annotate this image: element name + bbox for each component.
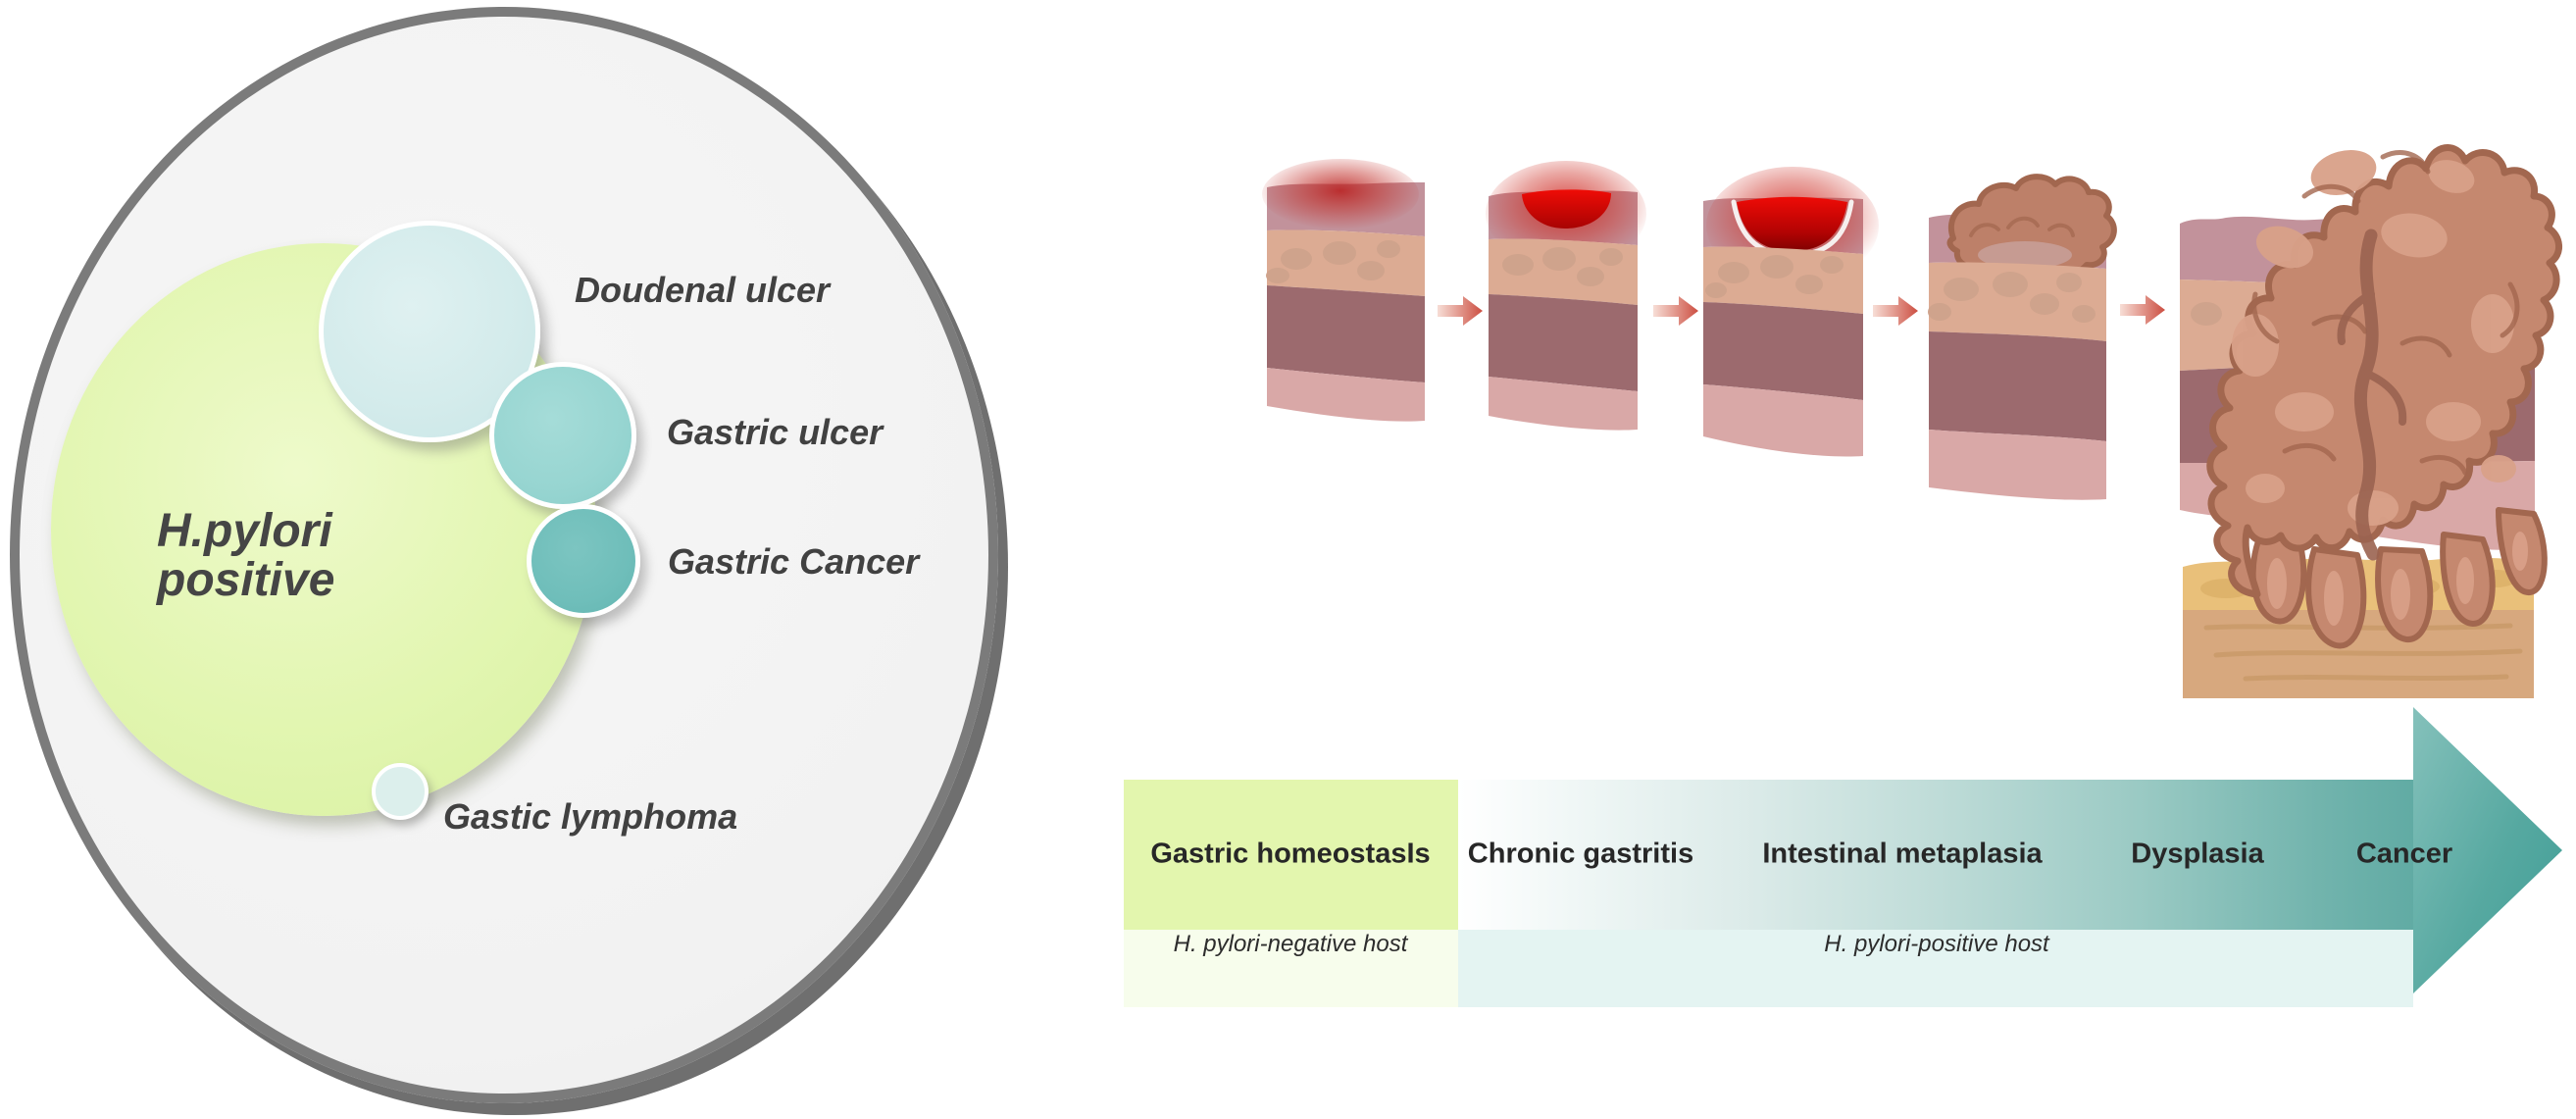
step-arrow-icon-2 — [1653, 296, 1698, 326]
tissue-stage-5-cancer — [2180, 144, 2562, 698]
host-positive-band — [1458, 930, 2413, 1007]
tumor-texture — [2232, 149, 2520, 561]
gastric-cancer-label: Gastric Cancer — [668, 541, 920, 582]
stage-label-intestinal-metaplasia: Intestinal metaplasia — [1762, 838, 2043, 870]
hpylori-positive-label: H.pylori positive — [157, 507, 334, 605]
tissue-stage-4-dysplasia — [1928, 174, 2117, 500]
gastric-ulcer-circle — [489, 362, 636, 509]
gastric-lymphoma-label: Gastic lymphoma — [443, 796, 738, 837]
duodenal-ulcer-label: Doudenal ulcer — [575, 270, 831, 310]
stage-band-homeostasis — [1124, 780, 1458, 930]
step-arrow-icon-3 — [1873, 296, 1918, 326]
host-label-positive: H. pylori-positive host — [1824, 931, 2049, 957]
stage-label-gastric-homeostasis: Gastric homeostasIs — [1150, 838, 1431, 870]
stage-label-dysplasia: Dysplasia — [2131, 838, 2264, 870]
tissue-stage-1-gastritis-superficial — [1262, 159, 1425, 422]
gastric-cancer-circle — [527, 504, 640, 618]
tissue-stage-2-shallow-ulcer — [1486, 161, 1646, 431]
host-label-negative: H. pylori-negative host — [1173, 931, 1408, 957]
step-arrow-icon-1 — [1438, 296, 1483, 326]
tissue-stage-3-deep-ulcer — [1703, 167, 1879, 457]
gastric-lymphoma-circle — [372, 763, 429, 820]
tissue-progression-illustration — [1262, 144, 2562, 698]
stage-label-chronic-gastritis: Chronic gastritis — [1467, 838, 1694, 870]
hpylori-positive-label-line1: H.pylori — [157, 505, 332, 557]
host-negative-band — [1124, 930, 1458, 1007]
stage-band-gradient — [1458, 780, 2413, 930]
hpylori-positive-label-line2: positive — [157, 554, 335, 606]
step-arrow-icon-4 — [2120, 295, 2165, 325]
stage-label-cancer: Cancer — [2355, 838, 2453, 870]
gastric-ulcer-label: Gastric ulcer — [667, 412, 884, 452]
